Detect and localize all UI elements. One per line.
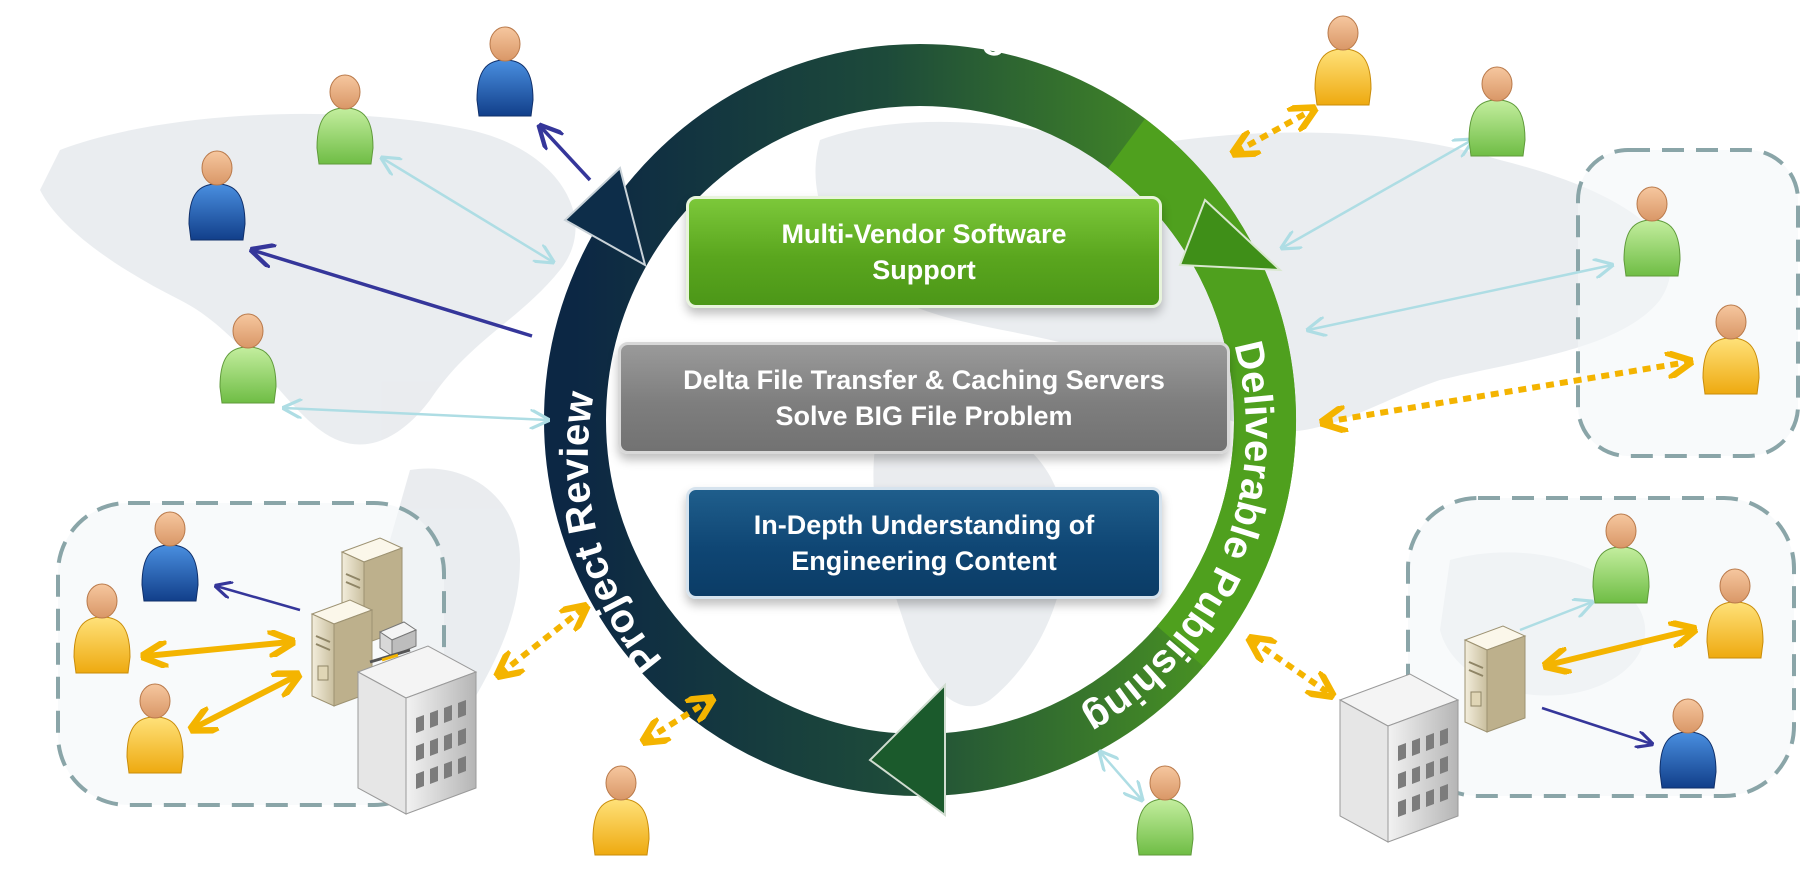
arrow-light <box>1282 140 1472 248</box>
arrow-light <box>1100 752 1142 800</box>
arrow-gold-solid <box>194 676 296 728</box>
user-icon <box>592 765 650 856</box>
building-icon <box>1339 673 1459 843</box>
cycle-arrowhead-top <box>563 166 647 268</box>
arrow-light <box>382 158 553 262</box>
cycle-arrowhead-bottom <box>868 682 946 817</box>
box-multi-vendor-support: Multi-Vendor Software Support <box>686 196 1162 308</box>
user-icon <box>316 74 374 165</box>
user-icon <box>1136 765 1194 856</box>
cycle-ring <box>544 44 1296 817</box>
box-line: Support <box>872 255 976 285</box>
box-line: Multi-Vendor Software <box>781 219 1067 249</box>
arrow-gold-dashed <box>1325 362 1688 422</box>
printer-icon <box>369 621 418 664</box>
user-icon <box>1468 66 1526 157</box>
arrow-gold-dashed <box>646 700 710 740</box>
arrow-gold-dashed <box>1236 110 1312 152</box>
box-engineering-content: In-Depth Understanding of Engineering Co… <box>686 487 1162 599</box>
server-icon <box>1464 625 1526 733</box>
arrow-navy <box>252 250 533 338</box>
arrow-light <box>284 408 548 420</box>
arrow-light <box>1519 602 1592 632</box>
box-line: Delta File Transfer & Caching Servers <box>683 365 1165 395</box>
connector-arrows <box>146 110 1692 800</box>
cycle-arrowhead-right <box>1178 198 1283 272</box>
arrow-navy <box>1541 706 1652 744</box>
box-line: Solve BIG File Problem <box>775 401 1073 431</box>
arrow-navy <box>216 586 301 612</box>
building-icon <box>357 645 477 815</box>
region-right-top <box>1576 148 1800 458</box>
arrow-navy <box>540 126 592 182</box>
arrow-light <box>1308 265 1612 330</box>
user-icon <box>1314 15 1372 106</box>
box-delta-file-transfer: Delta File Transfer & Caching Servers So… <box>618 342 1230 454</box>
arrow-gold-dashed <box>1252 640 1330 694</box>
box-line: Engineering Content <box>791 546 1057 576</box>
arrow-gold-solid <box>1548 630 1692 665</box>
arrow-gold-solid <box>146 642 290 656</box>
box-line: In-Depth Understanding of <box>753 510 1095 540</box>
arrow-gold-dashed <box>500 608 584 674</box>
user-icon <box>476 26 534 117</box>
